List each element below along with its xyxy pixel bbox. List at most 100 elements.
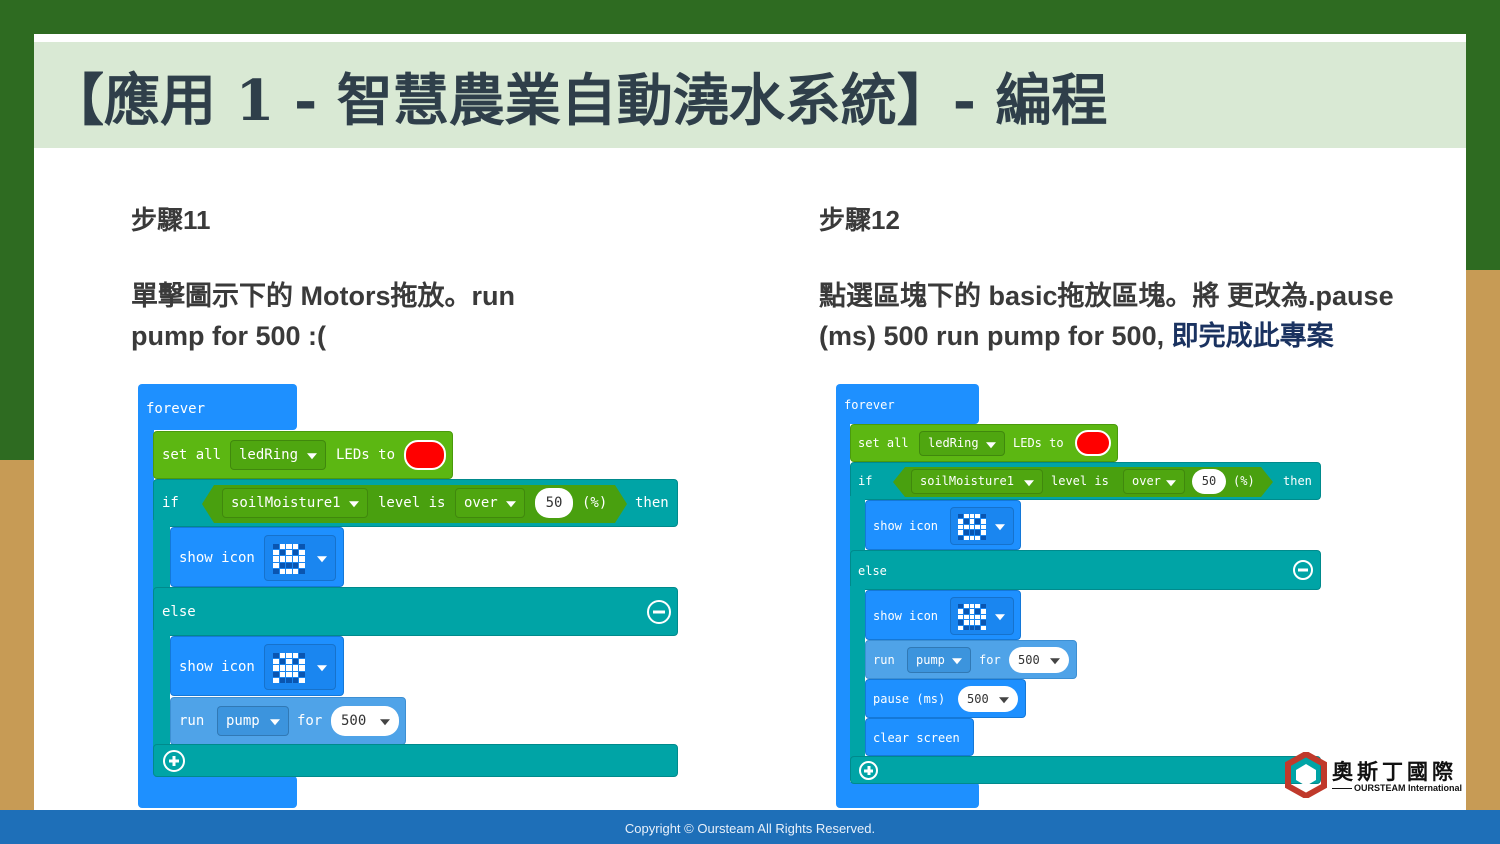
forever-label: forever [844,398,895,412]
ledring-dropdown[interactable]: ledRing [230,440,326,470]
duration-value: 500 [341,713,367,729]
if-arm [153,520,170,592]
if-label: if [858,474,873,488]
chevron-down-icon [995,524,1005,531]
chevron-down-icon [270,719,280,726]
logo-mark-icon [1285,752,1327,798]
show-icon-label: show icon [873,519,939,533]
pump-value: pump [226,713,260,729]
icon-picker[interactable] [950,507,1014,545]
pump-dropdown[interactable]: pump [217,706,289,736]
sensor-dropdown[interactable]: soilMoisture1 [911,469,1043,494]
remove-else-icon[interactable] [1293,560,1313,580]
if-arm [850,496,865,556]
pause-block[interactable]: pause (ms) 500 [865,679,1026,718]
set-all-label: set all [162,447,222,463]
duration-input[interactable]: 500 [1009,647,1069,673]
step12-description-highlight: 即完成此專案 [1171,321,1334,351]
add-else-icon[interactable] [859,761,878,780]
forever-block-foot [836,782,979,808]
if-label: if [162,495,179,511]
chevron-down-icon [307,453,317,460]
run-pump-block[interactable]: run pump for 500 [865,640,1077,679]
chevron-down-icon [1024,479,1034,486]
chevron-down-icon [952,658,962,665]
duration-input[interactable]: 500 [331,706,399,736]
else-label: else [162,604,196,620]
logo-divider [1332,788,1352,789]
remove-else-icon[interactable] [647,600,671,624]
threshold-input[interactable]: 50 [535,488,573,518]
sensor-value: soilMoisture1 [231,495,341,511]
chevron-down-icon [999,697,1009,704]
step12-description: 點選區塊下的 basic拖放區塊。將 更改為.pause (ms) 500 ru… [819,276,1419,356]
if-block[interactable]: if soilMoisture1 level is over 50 (%) th… [850,462,1321,500]
chevron-down-icon [1166,479,1176,486]
forever-block-arm [138,420,154,790]
show-icon-block-else[interactable]: show icon [865,590,1021,640]
if-block-footer [850,756,1321,784]
sensor-dropdown[interactable]: soilMoisture1 [222,488,368,518]
chevron-down-icon [986,441,996,448]
level-is-label: level is [378,495,446,511]
then-label: then [1283,474,1312,488]
run-label: run [179,713,205,729]
happy-face-icon [273,544,305,574]
if-block[interactable]: if soilMoisture1 level is over 50 (%) th… [153,479,678,527]
leds-to-label: LEDs to [336,447,396,463]
step11-heading: 步驟11 [131,205,211,235]
level-is-label: level is [1051,474,1109,488]
forever-block[interactable]: forever [836,384,979,424]
ledring-value: ledRing [239,447,299,463]
sad-face-icon [273,653,305,683]
step12-heading: 步驟12 [819,205,900,235]
clear-screen-block[interactable]: clear screen [865,718,974,756]
comparison-value: over [1132,474,1161,488]
sad-face-icon [958,604,986,630]
show-icon-block-then[interactable]: show icon [170,527,344,587]
set-all-leds-block[interactable]: set all ledRing LEDs to [153,431,453,479]
chevron-down-icon [349,501,359,508]
pause-input[interactable]: 500 [958,686,1018,712]
threshold-input[interactable]: 50 [1192,469,1226,494]
chevron-down-icon [317,556,327,563]
add-else-icon[interactable] [163,750,185,772]
forever-label: forever [146,401,206,417]
icon-picker[interactable] [264,644,336,690]
ledring-dropdown[interactable]: ledRing [919,431,1005,456]
icon-picker[interactable] [264,535,336,581]
pump-dropdown[interactable]: pump [907,647,971,673]
forever-block[interactable]: forever [138,384,297,430]
show-icon-block-then[interactable]: show icon [865,500,1021,550]
pause-value: 500 [967,692,989,706]
show-icon-label: show icon [179,550,255,566]
chevron-down-icon [317,665,327,672]
set-all-label: set all [858,436,909,450]
comparison-value: over [464,495,498,511]
duration-value: 500 [1018,653,1040,667]
for-label: for [979,653,1001,667]
percent-label: (%) [1233,474,1255,488]
else-block: else [850,550,1321,590]
show-icon-block-else[interactable]: show icon [170,636,344,696]
comparison-dropdown[interactable]: over [1123,469,1185,494]
icon-picker[interactable] [950,597,1014,635]
ledring-value: ledRing [928,436,979,450]
pause-label: pause (ms) [873,692,946,706]
color-swatch[interactable] [1075,430,1111,456]
step11-description: 單擊圖示下的 Motors拖放。run pump for 500 :( [131,281,515,351]
forever-block-arm [836,416,850,796]
pump-value: pump [916,653,945,667]
clear-screen-label: clear screen [873,731,960,745]
set-all-leds-block[interactable]: set all ledRing LEDs to [850,424,1118,462]
chevron-down-icon [506,501,516,508]
company-logo: 奧斯丁國際 OURSTEAM International [1282,752,1462,800]
run-pump-block[interactable]: run pump for 500 [170,697,406,745]
color-swatch[interactable] [404,440,446,470]
comparison-dropdown[interactable]: over [455,488,525,518]
chevron-down-icon [380,719,390,726]
leds-to-label: LEDs to [1013,436,1064,450]
show-icon-label: show icon [873,609,939,623]
footer-bar: Copyright © Oursteam All Rights Reserved… [0,810,1500,844]
for-label: for [297,713,323,729]
